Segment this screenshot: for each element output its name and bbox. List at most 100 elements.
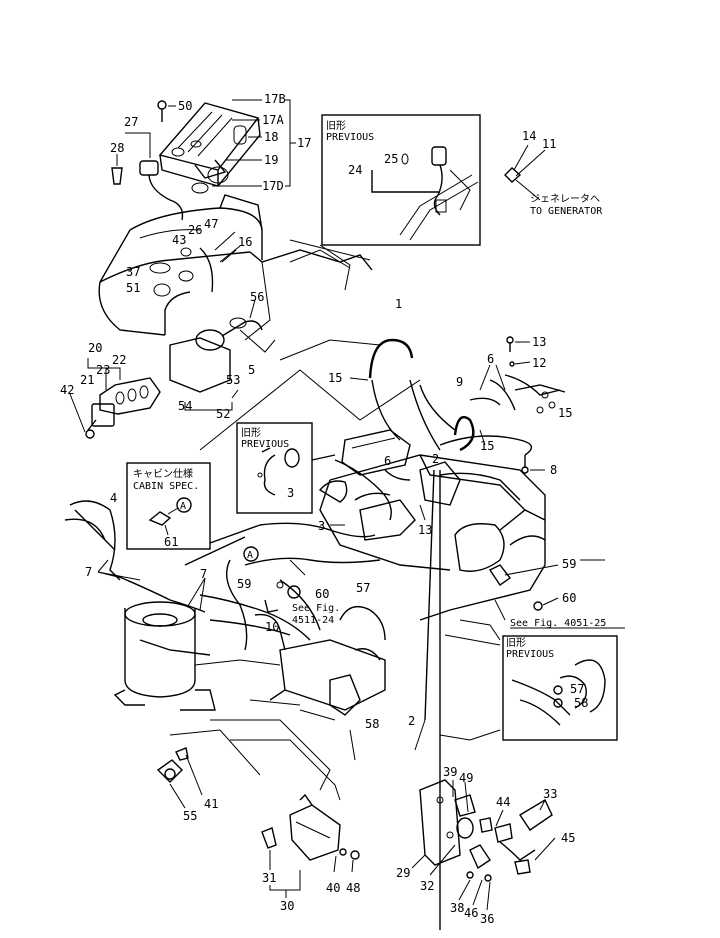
fuse-box-assembly xyxy=(111,99,296,221)
part-label: 36 xyxy=(480,912,494,926)
part-label: 17D xyxy=(262,179,284,193)
part-label: 21 xyxy=(80,373,94,387)
part-label: 28 xyxy=(110,141,124,155)
part-label: 45 xyxy=(561,831,575,845)
see-fig-4051: See Fig. 4051-25 xyxy=(510,618,606,629)
part-label: 55 xyxy=(183,809,197,823)
part-label: 20 xyxy=(88,341,102,355)
part-label: 53 xyxy=(226,373,240,387)
part-label: 23 xyxy=(96,363,110,377)
part-label: 33 xyxy=(543,787,557,801)
part-label: 61 xyxy=(164,535,178,549)
cabin-spec-circle-a: A xyxy=(180,501,186,512)
bottom-right-bracket xyxy=(411,779,556,911)
part-label: 12 xyxy=(532,356,546,370)
part-label: 24 xyxy=(348,163,362,177)
part-label: 25 xyxy=(384,152,398,166)
part-label: 13 xyxy=(418,523,432,537)
part-label: 22 xyxy=(112,353,126,367)
part-label: 17B xyxy=(264,92,286,106)
part-label: 51 xyxy=(126,281,140,295)
part-label: 41 xyxy=(204,797,218,811)
part-label: 3 xyxy=(287,486,294,500)
part-label: 48 xyxy=(346,881,360,895)
part-label: 57 xyxy=(570,682,584,696)
part-label: 60 xyxy=(315,587,329,601)
part-label: 18 xyxy=(264,130,278,144)
left-console xyxy=(98,194,373,411)
main-harness xyxy=(64,239,625,930)
part-label: 30 xyxy=(280,899,294,913)
part-label: 16 xyxy=(238,235,252,249)
part-label: 49 xyxy=(459,771,473,785)
previous-mid-label: PREVIOUS xyxy=(241,439,289,450)
part-label: 40 xyxy=(326,881,340,895)
part-label: 56 xyxy=(250,290,264,304)
previous-detail-mid xyxy=(236,422,336,514)
part-label: 46 xyxy=(464,906,478,920)
part-label: 13 xyxy=(532,335,546,349)
previous-detail-top xyxy=(321,114,481,246)
part-label: 58 xyxy=(574,696,588,710)
part-label: 27 xyxy=(124,115,138,129)
part-label: 31 xyxy=(262,871,276,885)
part-label: 19 xyxy=(264,153,278,167)
part-label: 17A xyxy=(262,113,284,127)
part-label: 15 xyxy=(328,371,342,385)
part-label: 57 xyxy=(356,581,370,595)
part-label: 59 xyxy=(237,577,251,591)
part-label: 38 xyxy=(450,901,464,915)
cabin-spec-jp: キャビン仕様 xyxy=(133,467,193,480)
part-label: 4 xyxy=(110,491,117,505)
part-label: 50 xyxy=(178,99,192,113)
part-label: 42 xyxy=(60,383,74,397)
switch-assembly xyxy=(69,358,161,439)
see-fig-4511-line2: 4511-24 xyxy=(292,615,334,626)
cabin-spec-detail xyxy=(126,462,211,550)
part-label: 17 xyxy=(297,136,311,150)
part-label: 2 xyxy=(408,714,415,728)
part-label: 43 xyxy=(172,233,186,247)
part-number-labels: 50 17B 17A 18 17 19 17D 27 28 43 26 47 1… xyxy=(60,92,588,926)
part-label: 3 xyxy=(318,519,325,533)
part-label: 47 xyxy=(204,217,218,231)
part-label: 14 xyxy=(522,129,536,143)
part-label: 8 xyxy=(550,463,557,477)
part-label: 58 xyxy=(365,717,379,731)
part-label: 2 xyxy=(432,452,439,466)
see-fig-4511-line1: See Fig. xyxy=(292,603,340,614)
part-label: 15 xyxy=(558,406,572,420)
part-label: 26 xyxy=(188,223,202,237)
part-label: 59 xyxy=(562,557,576,571)
part-label: 5 xyxy=(248,363,255,377)
generator-label: TO GENERATOR xyxy=(530,206,603,217)
part-label: 7 xyxy=(200,567,207,581)
generator-jp: ジェネレータへ xyxy=(530,193,600,205)
generator-callout xyxy=(504,144,546,201)
part-label: 44 xyxy=(496,795,510,809)
circle-a-mid: A xyxy=(247,550,253,561)
bottom-left-parts xyxy=(156,747,360,898)
part-label: 11 xyxy=(542,137,556,151)
part-label: 1 xyxy=(395,297,402,311)
part-label: 7 xyxy=(85,565,92,579)
part-label: 54 xyxy=(178,399,192,413)
part-label: 37 xyxy=(126,265,140,279)
previous-right-jp: 旧形 xyxy=(506,637,526,649)
previous-top-jp: 旧形 xyxy=(326,120,346,132)
part-label: 39 xyxy=(443,765,457,779)
part-label: 32 xyxy=(420,879,434,893)
part-label: 52 xyxy=(216,407,230,421)
part-label: 10 xyxy=(265,620,279,634)
previous-right-label: PREVIOUS xyxy=(506,649,554,660)
part-label: 9 xyxy=(456,375,463,389)
previous-top-label: PREVIOUS xyxy=(326,132,374,143)
previous-mid-jp: 旧形 xyxy=(241,427,261,439)
circle-a-marker xyxy=(243,546,259,562)
part-label: 6 xyxy=(384,454,391,468)
previous-detail-right xyxy=(502,635,618,741)
part-label: 29 xyxy=(396,866,410,880)
part-label: 15 xyxy=(480,439,494,453)
